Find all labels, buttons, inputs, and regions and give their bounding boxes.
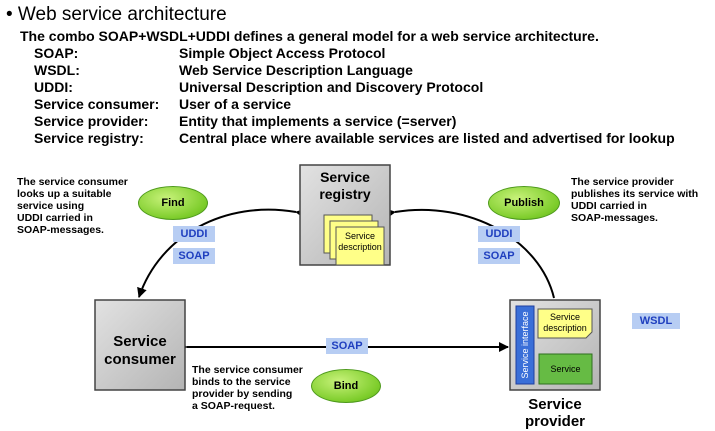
interface-label: Service interface [520,311,530,379]
soap-tag-bottom: SOAP [326,338,368,354]
publish-oval: Publish [488,186,560,220]
registry-doc-icon [335,226,385,266]
definition-desc: User of a service [179,96,292,112]
provider-service-label: Service [550,364,581,374]
registry-label: Service registry [319,169,371,202]
provider-label: Service provider [524,396,585,430]
registry-doc-label: Service description [338,231,382,252]
provider-doc-icon [537,308,593,339]
find-arrow [137,208,306,298]
definition-desc: Web Service Description Language [179,62,413,78]
publish-arrow [385,208,555,299]
consumer-label: Service consumer [104,333,176,368]
soap-tag-right: SOAP [478,248,520,264]
definition-term: Service registry: [34,130,144,146]
definition-desc: Entity that implements a service (=serve… [179,113,457,129]
slide-heading: • Web service architecture [6,4,227,25]
definition-desc: Universal Description and Discovery Prot… [179,79,484,95]
provider-doc-label: Service description [543,312,587,333]
service-interface-bar [515,305,535,385]
definition-term: WSDL: [34,62,80,78]
find-oval: Find [138,186,208,220]
definition-term: SOAP: [34,45,79,61]
find-note: The service consumer looks up a suitable… [17,176,128,236]
definition-term: Service provider: [34,113,149,129]
definition-desc: Central place where available services a… [179,130,675,146]
service-consumer-box [94,299,186,391]
definition-term: Service consumer: [34,96,160,112]
bind-note: The service consumer binds to the servic… [192,364,303,412]
definition-term: UDDI: [34,79,73,95]
soap-tag-left: SOAP [173,248,215,264]
intro-text: The combo SOAP+WSDL+UDDI defines a gener… [20,28,599,44]
definition-desc: Simple Object Access Protocol [179,45,386,61]
provider-service-box [538,353,593,385]
publish-note: The service provider publishes its servi… [571,176,699,224]
wsdl-tag: WSDL [632,313,680,329]
udd-tag-left: UDDI [173,226,215,242]
bind-oval: Bind [311,369,381,403]
udd-tag-right: UDDI [478,226,520,242]
